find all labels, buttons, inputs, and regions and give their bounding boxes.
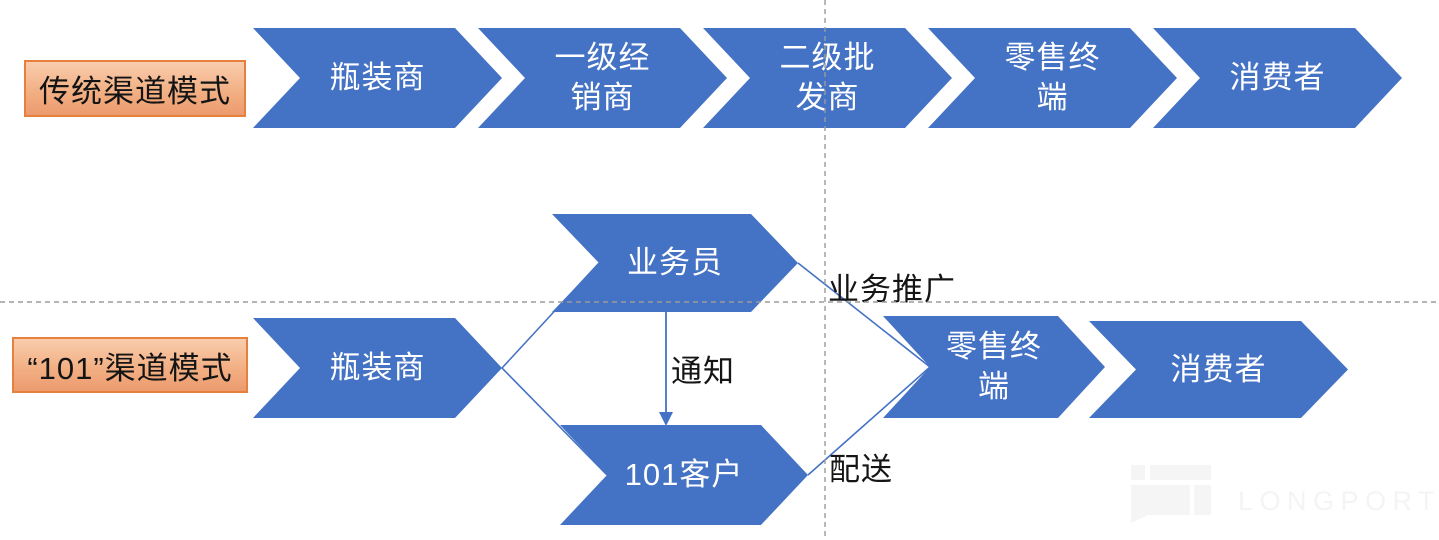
chevron-101-bottler-text: 瓶装商	[329, 350, 426, 386]
chevron-101-customer-text: 101客户	[624, 457, 744, 493]
chevron-traditional-tier2-wholesaler-text: 二级批发商	[779, 40, 876, 115]
arrowhead-down-icon	[659, 412, 673, 426]
chevron-101-salesman: 业务员	[552, 214, 798, 312]
watermark-brand: LONGPORT	[1238, 486, 1439, 516]
chevron-traditional-tier1-distributor-text: 一级经销商	[554, 40, 651, 115]
annotation-delivery: 配送	[829, 452, 893, 487]
connector-bottler-to-customer	[501, 367, 608, 476]
chevron-101-retail-terminal-text: 零售终端	[946, 329, 1042, 404]
annotation-notify: 通知	[671, 354, 735, 389]
label-traditional-model: 传统渠道模式	[24, 60, 246, 117]
chevron-traditional-retail-terminal: 零售终端	[928, 28, 1177, 128]
chevron-traditional-tier2-wholesaler: 二级批发商	[703, 28, 952, 128]
longport-logo-icon	[1131, 465, 1211, 523]
chevron-traditional-bottler-text: 瓶装商	[329, 60, 426, 96]
chevron-traditional-consumer: 消费者	[1153, 28, 1402, 128]
annotation-business-promotion: 业务推广	[828, 272, 956, 307]
chevron-traditional-bottler: 瓶装商	[253, 28, 502, 128]
label-101-model-text: “101”渠道模式	[27, 350, 233, 386]
chevron-101-salesman-text: 业务员	[627, 245, 723, 281]
chevron-traditional-retail-terminal-text: 零售终端	[1004, 40, 1101, 115]
chevron-traditional-consumer-text: 消费者	[1229, 60, 1326, 96]
chevron-101-retail-terminal: 零售终端	[883, 316, 1105, 418]
chevron-101-bottler: 瓶装商	[253, 318, 502, 418]
chevron-traditional-tier1-distributor: 一级经销商	[478, 28, 727, 128]
label-traditional-model-text: 传统渠道模式	[39, 74, 231, 109]
chevron-101-consumer-text: 消费者	[1170, 351, 1267, 387]
label-101-model: “101”渠道模式	[12, 337, 248, 393]
chevron-101-consumer: 消费者	[1089, 321, 1348, 418]
chevron-101-customer: 101客户	[560, 425, 808, 525]
